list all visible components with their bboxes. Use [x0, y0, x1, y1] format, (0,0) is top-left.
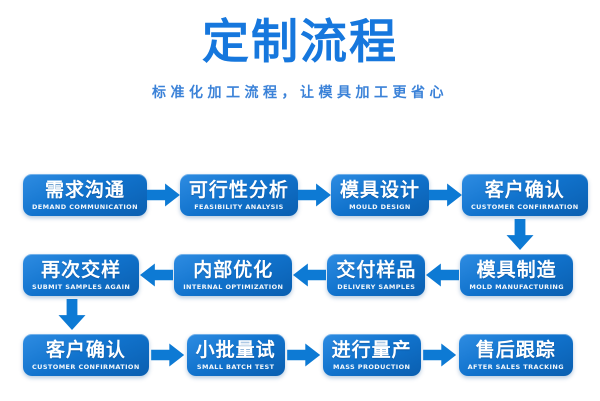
- step-title: 模具设计: [339, 179, 420, 201]
- arrow-down-icon: [506, 219, 534, 250]
- step-subtitle: DEMAND COMMUNICATION: [32, 203, 138, 211]
- page-title: 定制流程: [202, 15, 398, 70]
- flow-step-internal-optimization: 内部优化 INTERNAL OPTIMIZATION: [174, 254, 293, 296]
- step-subtitle: MOLD MANUFACTURING: [469, 283, 564, 291]
- flow-row-3: 客户确认 CUSTOMER CONFIRMATION 小批量试 SMALL BA…: [23, 333, 573, 377]
- step-subtitle: MOULD DESIGN: [349, 203, 411, 211]
- step-title: 交付样品: [336, 259, 417, 281]
- step-subtitle: INTERNAL OPTIMIZATION: [183, 283, 284, 291]
- page-subtitle: 标准化加工流程，让模具加工更省心: [152, 85, 448, 101]
- flow-step-mass-production: 进行量产 MASS PRODUCTION: [322, 334, 421, 376]
- step-title: 客户确认: [484, 179, 565, 201]
- flow-step-small-batch-test: 小批量试 SMALL BATCH TEST: [186, 334, 285, 376]
- step-subtitle: FEASIBILITY ANALYSIS: [194, 203, 284, 211]
- step-subtitle: AFTER SALES TRACKING: [467, 363, 564, 371]
- step-title: 模具制造: [476, 259, 557, 281]
- step-title: 需求沟通: [44, 179, 125, 201]
- flow-step-mold-manufacturing: 模具制造 MOLD MANUFACTURING: [460, 254, 573, 296]
- flow-step-submit-samples-again: 再次交样 SUBMIT SAMPLES AGAIN: [23, 254, 140, 296]
- step-subtitle: SUBMIT SAMPLES AGAIN: [32, 283, 131, 291]
- flow-step-customer-confirmation-1: 客户确认 CUSTOMER CONFIRMATION: [461, 174, 588, 216]
- flow-step-demand-communication: 需求沟通 DEMAND COMMUNICATION: [23, 174, 147, 216]
- flow-step-customer-confirmation-2: 客户确认 CUSTOMER CONFIRMATION: [23, 334, 149, 376]
- step-subtitle: SMALL BATCH TEST: [196, 363, 275, 371]
- step-title: 进行量产: [331, 339, 412, 361]
- arrow-right-icon: [423, 343, 457, 367]
- arrow-left-icon: [140, 262, 173, 288]
- step-subtitle: CUSTOMER CONFIRMATION: [32, 363, 140, 371]
- arrow-down-icon: [58, 299, 86, 330]
- flow-step-feasibility-analysis: 可行性分析 FEASIBILITY ANALYSIS: [179, 174, 298, 216]
- arrow-right-icon: [287, 343, 321, 367]
- step-title: 再次交样: [41, 259, 122, 281]
- arrow-left-icon: [293, 262, 326, 288]
- step-title: 内部优化: [193, 259, 274, 281]
- flow-step-mould-design: 模具设计 MOULD DESIGN: [330, 174, 429, 216]
- flow-step-delivery-samples: 交付样品 DELIVERY SAMPLES: [327, 254, 426, 296]
- flow-row-2: 再次交样 SUBMIT SAMPLES AGAIN 内部优化 INTERNAL …: [23, 253, 573, 297]
- arrow-right-icon: [297, 183, 331, 207]
- step-subtitle: DELIVERY SAMPLES: [337, 283, 416, 291]
- flow-step-after-sales-tracking: 售后跟踪 AFTER SALES TRACKING: [458, 334, 573, 376]
- step-title: 客户确认: [45, 339, 126, 361]
- arrow-right-icon: [151, 343, 185, 367]
- step-title: 售后跟踪: [475, 339, 556, 361]
- arrow-left-icon: [426, 262, 459, 288]
- step-subtitle: MASS PRODUCTION: [332, 363, 411, 371]
- step-title: 可行性分析: [188, 179, 289, 201]
- arrow-right-icon: [146, 183, 180, 207]
- step-subtitle: CUSTOMER CONFIRMATION: [470, 203, 579, 211]
- header: 定制流程 标准化加工流程，让模具加工更省心: [0, 0, 600, 103]
- arrow-right-icon: [428, 183, 462, 207]
- step-title: 小批量试: [195, 339, 276, 361]
- flow-row-1: 需求沟通 DEMAND COMMUNICATION 可行性分析 FEASIBIL…: [23, 173, 588, 217]
